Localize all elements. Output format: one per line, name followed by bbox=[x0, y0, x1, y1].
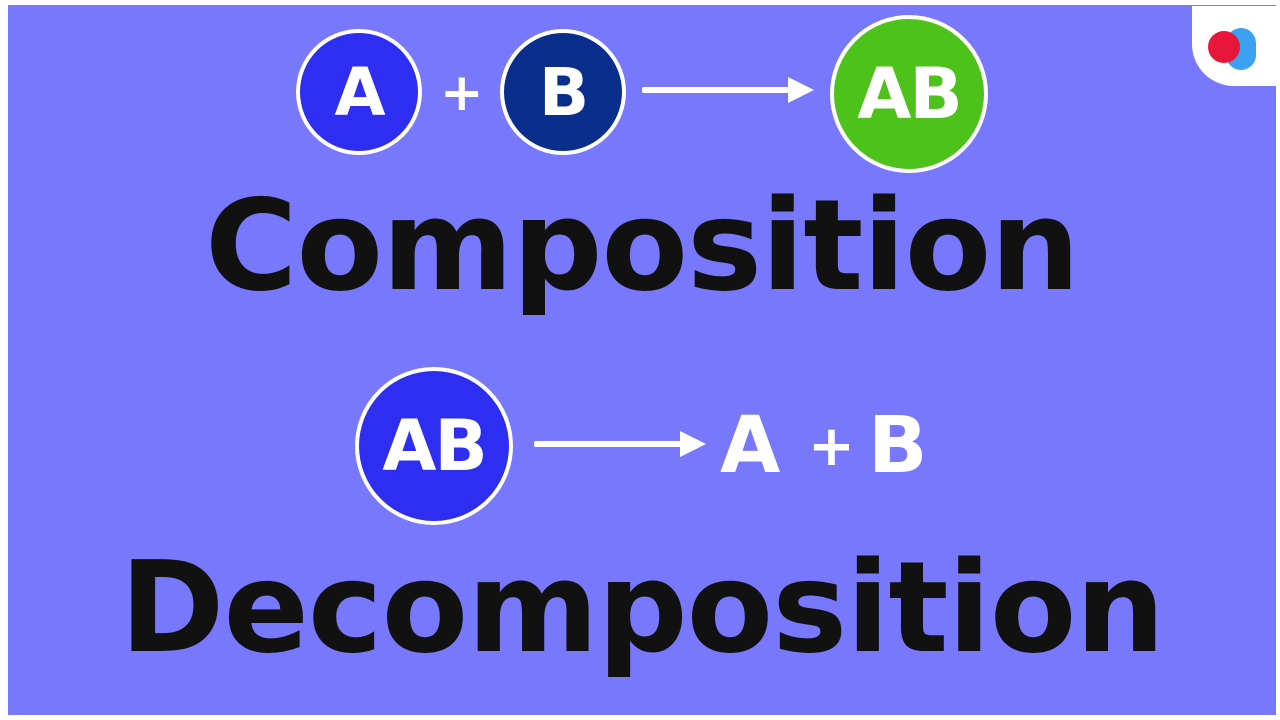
composition-title: Composition bbox=[205, 172, 1080, 319]
decomposition-circle-ab: AB bbox=[355, 367, 513, 525]
diagram-canvas: A + B AB Composition AB A + B Decomposit… bbox=[8, 5, 1276, 715]
composition-circle-a-label: A bbox=[334, 53, 385, 131]
decomposition-arrow bbox=[534, 431, 706, 457]
byjus-logo-icon bbox=[1208, 28, 1256, 70]
composition-plus-sign: + bbox=[440, 63, 484, 123]
composition-circle-ab-label: AB bbox=[857, 53, 963, 135]
decomposition-circle-ab-label: AB bbox=[382, 405, 488, 487]
composition-circle-b: B bbox=[500, 29, 626, 155]
brand-logo bbox=[1192, 6, 1276, 86]
composition-circle-ab: AB bbox=[830, 15, 988, 173]
decomposition-product-a: A bbox=[720, 401, 781, 491]
decomposition-product-b: B bbox=[868, 401, 928, 491]
decomposition-plus-sign: + bbox=[808, 414, 855, 479]
decomposition-title: Decomposition bbox=[119, 534, 1165, 681]
composition-circle-a: A bbox=[296, 29, 422, 155]
composition-circle-b-label: B bbox=[538, 53, 589, 131]
composition-arrow bbox=[642, 77, 814, 103]
